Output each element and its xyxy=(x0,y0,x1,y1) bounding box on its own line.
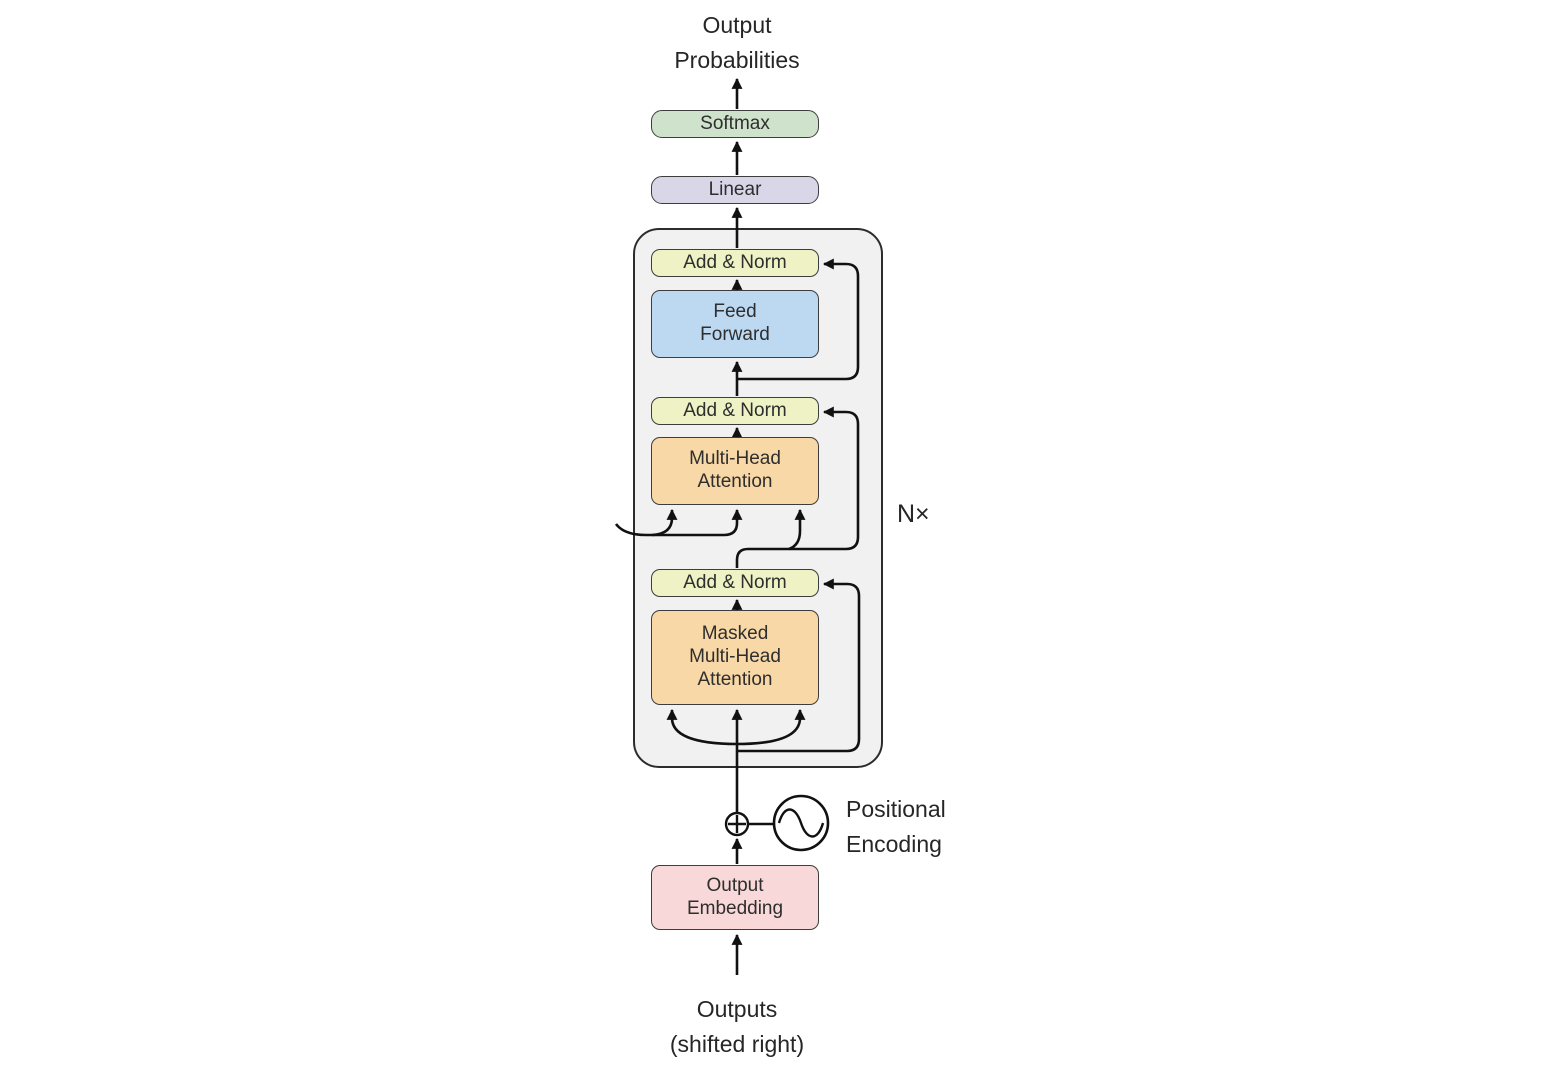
masked-attention-qkv-arrows xyxy=(666,708,806,746)
add-norm-bottom-box: Add & Norm xyxy=(651,569,819,597)
feed-forward-box: Feed Forward xyxy=(651,290,819,358)
plus-circle-icon xyxy=(724,811,774,837)
encoder-input-line xyxy=(614,508,743,537)
multi-head-attention-box: Multi-Head Attention xyxy=(651,437,819,505)
query-branch-arrow xyxy=(788,508,806,551)
residual-connections xyxy=(735,258,861,753)
softmax-box: Softmax xyxy=(651,110,819,138)
n-times-label: N× xyxy=(897,500,930,528)
add-norm-mid-box: Add & Norm xyxy=(651,397,819,425)
linear-box: Linear xyxy=(651,176,819,204)
add-norm-top-box: Add & Norm xyxy=(651,249,819,277)
positional-encoding-label: Positional Encoding xyxy=(846,796,946,857)
masked-multi-head-attention-box: Masked Multi-Head Attention xyxy=(651,610,819,705)
output-embedding-box: Output Embedding xyxy=(651,865,819,930)
positional-encoding-icon xyxy=(772,794,830,852)
output-probabilities-label: Output Probabilities xyxy=(674,12,800,73)
outputs-shifted-right-label: Outputs (shifted right) xyxy=(669,996,805,1057)
